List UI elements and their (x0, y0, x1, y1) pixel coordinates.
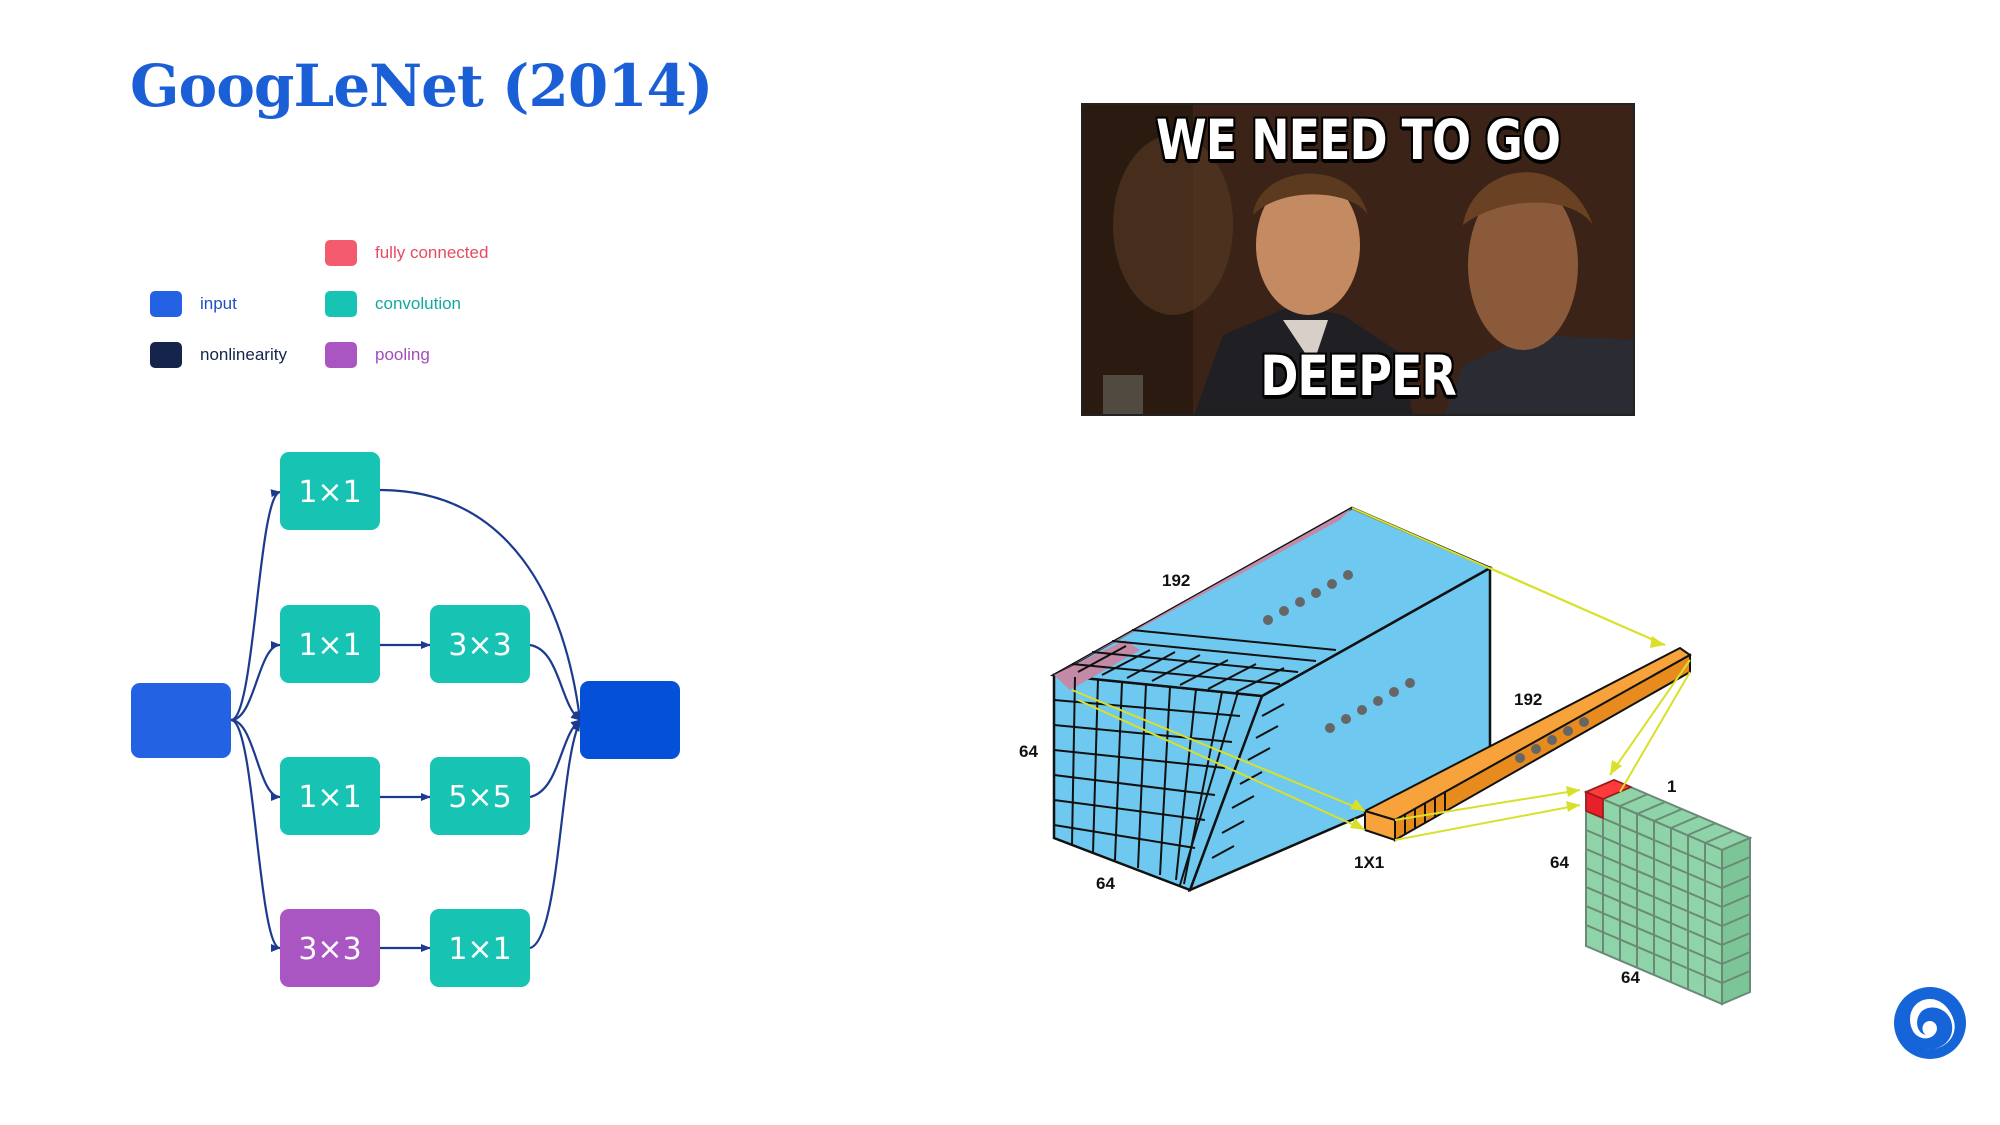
branch-2-node-2: 3×3 (430, 605, 530, 683)
node-label: 1×1 (448, 932, 511, 967)
legend-convolution: convolution (325, 291, 461, 317)
meme-illustration (1083, 105, 1633, 414)
legend-fully-connected: fully connected (325, 240, 488, 266)
branch-4-node-1: 3×3 (280, 909, 380, 987)
input-ellipsis-dots (1263, 570, 1415, 733)
node-label: 1×1 (298, 475, 361, 510)
node-label: 5×5 (448, 780, 511, 815)
legend-label: fully connected (375, 243, 489, 262)
page-title: GoogLeNet (2014) (130, 52, 713, 120)
module-input-block (131, 683, 231, 758)
branch-3-node-2: 5×5 (430, 757, 530, 835)
branch-4-node-2: 1×1 (430, 909, 530, 987)
node-label: 1×1 (298, 780, 361, 815)
output-width-label: 64 (1621, 968, 1640, 987)
branch-1-node-1: 1×1 (280, 452, 380, 530)
output-depth-label: 1 (1667, 777, 1676, 796)
filter-1x1 (1362, 646, 1692, 842)
projection-arrowheads (1350, 636, 1665, 830)
legend-nonlinearity: nonlinearity (150, 342, 287, 368)
legend-swatch (150, 291, 182, 317)
filter-size-label: 1X1 (1354, 853, 1384, 872)
legend-swatch (325, 342, 357, 368)
projection-lines (1071, 507, 1691, 841)
node-label: 3×3 (448, 628, 511, 663)
legend-swatch (325, 240, 357, 266)
legend-label: nonlinearity (200, 345, 287, 364)
input-depth-label: 192 (1162, 571, 1190, 590)
branch-2-node-1: 1×1 (280, 605, 380, 683)
output-height-label: 64 (1550, 853, 1569, 872)
module-output-block (580, 681, 680, 759)
output-highlight-cell (1584, 779, 1633, 820)
deepmind-logo-icon (1894, 987, 1966, 1059)
module-arrows (230, 488, 583, 952)
meme-bottom-text: DEEPER (1260, 343, 1457, 409)
legend-swatch (150, 342, 182, 368)
input-height-label: 64 (1019, 742, 1038, 761)
inception-module-diagram: 1×1 1×1 3×3 1×1 5×5 3×3 1×1 (131, 452, 680, 987)
branch-3-node-1: 1×1 (280, 757, 380, 835)
node-label: 3×3 (298, 932, 361, 967)
filter-depth-label: 192 (1514, 690, 1542, 709)
filter-ellipsis-dots (1515, 717, 1589, 763)
meme-image: WE NEED TO GO DEEPER (1081, 103, 1635, 416)
output-feature-map (1583, 778, 1753, 1006)
legend-label: input (200, 294, 237, 313)
legend-swatch (325, 291, 357, 317)
input-width-label: 64 (1096, 874, 1115, 893)
input-volume (1049, 506, 1493, 893)
legend-label: convolution (375, 294, 462, 313)
legend-input: input (150, 291, 237, 317)
legend-pooling: pooling (325, 342, 430, 368)
node-label: 1×1 (298, 628, 361, 663)
meme-top-text: WE NEED TO GO (1155, 107, 1561, 173)
legend-label: pooling (375, 345, 430, 364)
